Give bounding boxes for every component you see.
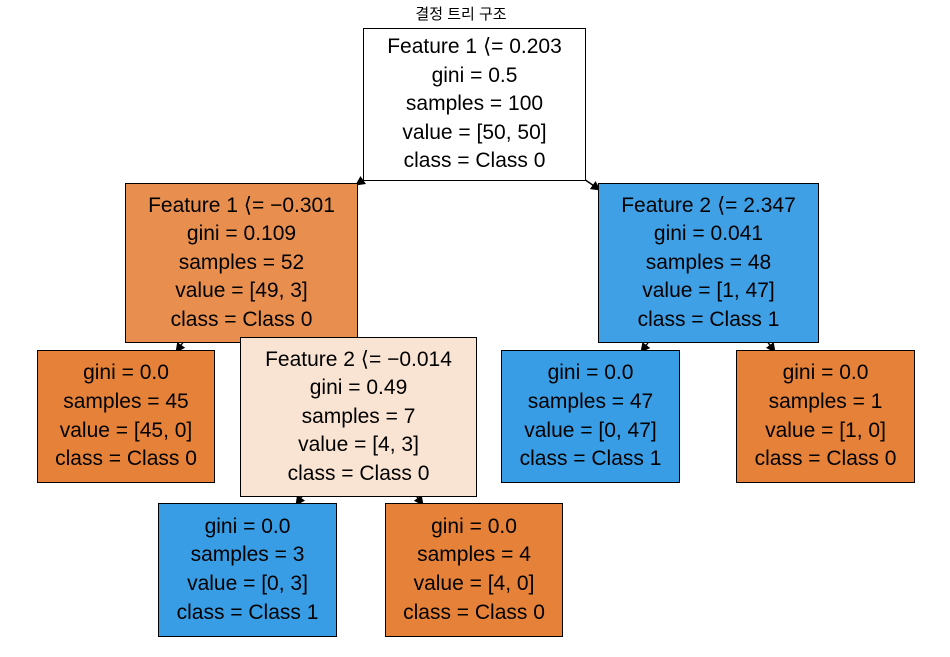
tree-node-root: Feature 1 ⟨= 0.203 gini = 0.5 samples = …	[363, 28, 586, 181]
node-samples: samples = 45	[63, 389, 189, 413]
node-class: class = Class 0	[170, 307, 313, 331]
node-samples: samples = 52	[178, 250, 305, 274]
node-samples: samples = 47	[527, 389, 654, 413]
node-gini: gini = 0.109	[186, 222, 297, 246]
node-value: value = [50, 50]	[402, 120, 547, 144]
node-condition: Feature 2 ⟨= −0.014	[265, 347, 452, 371]
node-condition: Feature 1 ⟨= −0.301	[148, 193, 335, 217]
node-samples: samples = 4	[417, 543, 531, 567]
node-gini: gini = 0.0	[204, 514, 291, 538]
tree-leaf-right-left: gini = 0.0 samples = 47 value = [0, 47] …	[501, 350, 680, 483]
node-value: value = [0, 3]	[187, 572, 308, 595]
node-gini: gini = 0.49	[309, 376, 408, 400]
node-condition: Feature 2 ⟨= 2.347	[621, 193, 796, 217]
node-value: value = [49, 3]	[175, 279, 308, 303]
node-gini: gini = 0.0	[782, 361, 869, 385]
node-gini: gini = 0.0	[431, 514, 517, 538]
tree-leaf-bottom-left: gini = 0.0 samples = 3 value = [0, 3] cl…	[158, 503, 337, 637]
node-value: value = [1, 0]	[765, 418, 886, 442]
node-class: class = Class 0	[403, 600, 545, 624]
chart-title: 결정 트리 구조	[415, 6, 507, 23]
node-class: class = Class 1	[519, 447, 662, 471]
node-class: class = Class 0	[754, 447, 897, 471]
node-class: class = Class 1	[176, 600, 319, 624]
node-condition: Feature 1 ⟨= 0.203	[387, 35, 562, 59]
node-class: class = Class 1	[637, 307, 780, 331]
tree-leaf-bottom-right: gini = 0.0 samples = 4 value = [4, 0] cl…	[385, 503, 563, 637]
node-class: class = Class 0	[55, 447, 197, 471]
node-value: value = [45, 0]	[59, 418, 193, 442]
node-value: value = [4, 3]	[298, 433, 419, 457]
node-value: value = [0, 47]	[524, 418, 657, 442]
tree-node-mid-split: Feature 2 ⟨= −0.014 gini = 0.49 samples …	[240, 337, 477, 497]
node-samples: samples = 3	[190, 543, 305, 567]
tree-leaf-left-left: gini = 0.0 samples = 45 value = [45, 0] …	[37, 350, 215, 483]
node-samples: samples = 100	[405, 92, 544, 116]
node-gini: gini = 0.0	[83, 361, 169, 385]
node-class: class = Class 0	[403, 149, 546, 173]
node-gini: gini = 0.5	[431, 63, 518, 87]
node-samples: samples = 7	[301, 404, 416, 428]
node-value: value = [1, 47]	[642, 279, 775, 303]
node-class: class = Class 0	[287, 461, 430, 485]
tree-leaf-right-right: gini = 0.0 samples = 1 value = [1, 0] cl…	[736, 350, 915, 483]
tree-node-right-split: Feature 2 ⟨= 2.347 gini = 0.041 samples …	[598, 183, 819, 343]
tree-node-left-split: Feature 1 ⟨= −0.301 gini = 0.109 samples…	[125, 183, 358, 343]
node-gini: gini = 0.041	[653, 222, 764, 246]
node-samples: samples = 48	[645, 250, 772, 274]
node-value: value = [4, 0]	[413, 572, 535, 595]
node-samples: samples = 1	[768, 389, 883, 413]
node-gini: gini = 0.0	[547, 361, 634, 385]
